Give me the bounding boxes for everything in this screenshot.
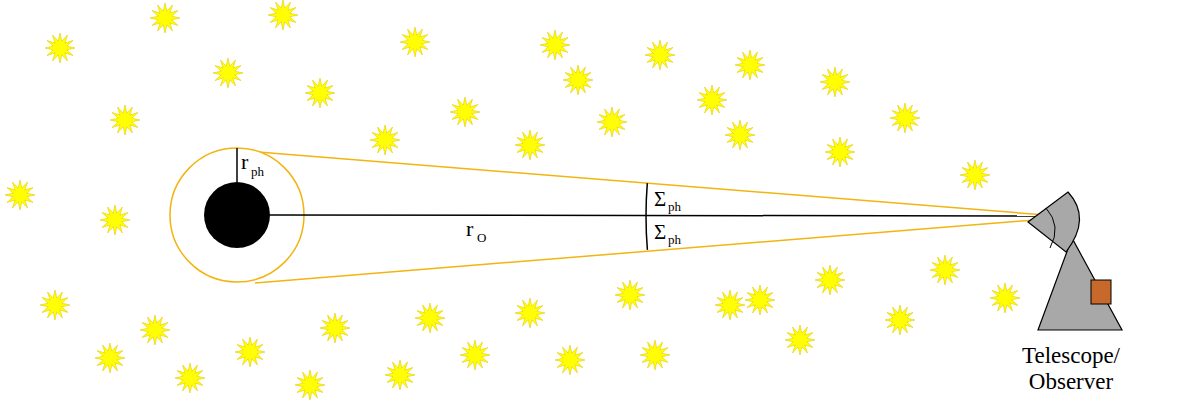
star	[930, 255, 960, 285]
lower-ray	[255, 218, 1058, 283]
star	[268, 0, 298, 30]
star	[597, 107, 627, 137]
star	[213, 58, 243, 88]
distance-subscript: O	[477, 231, 486, 244]
observer-distance-line	[270, 215, 1058, 216]
star	[235, 337, 265, 367]
telescope-base	[1038, 238, 1122, 330]
star	[295, 370, 325, 400]
star	[563, 65, 593, 95]
star	[450, 97, 480, 127]
star	[715, 290, 745, 320]
angle-subscript: ph	[668, 233, 681, 246]
star	[960, 160, 990, 190]
star-field	[5, 0, 1020, 400]
star	[100, 205, 130, 235]
star	[745, 285, 775, 315]
angle-symbol: Σ	[654, 189, 666, 210]
star	[640, 340, 670, 370]
star	[735, 50, 765, 80]
star	[515, 298, 545, 328]
photon-radius-line	[236, 148, 238, 182]
star	[460, 340, 490, 370]
star	[820, 67, 850, 97]
radius-symbol: r	[241, 151, 248, 173]
star	[725, 120, 755, 150]
star	[370, 125, 400, 155]
star	[990, 283, 1020, 313]
dish-rim	[1046, 208, 1055, 248]
star	[95, 343, 125, 373]
star	[890, 103, 920, 133]
star	[400, 27, 430, 57]
radius-subscript: ph	[251, 165, 264, 178]
distance-symbol: r	[466, 218, 473, 240]
star	[150, 3, 180, 33]
observer-label: Telescope/ Observer	[1010, 343, 1132, 396]
star	[785, 325, 815, 355]
star	[385, 360, 415, 390]
star	[825, 137, 855, 167]
angle-symbol: Σ	[654, 222, 666, 243]
star	[697, 85, 727, 115]
star	[815, 265, 845, 295]
angle-subscript: ph	[668, 200, 681, 213]
star	[45, 33, 75, 63]
star	[320, 313, 350, 343]
observatory-door	[1091, 280, 1111, 304]
angle-arc	[646, 216, 647, 250]
upper-ray	[258, 152, 1058, 216]
star	[515, 130, 545, 160]
star	[555, 345, 585, 375]
star	[175, 363, 205, 393]
star	[110, 105, 140, 135]
star	[140, 315, 170, 345]
star	[305, 78, 335, 108]
star	[5, 180, 35, 210]
star	[540, 30, 570, 60]
star	[615, 280, 645, 310]
telescope-dish	[1028, 192, 1080, 252]
star	[885, 305, 915, 335]
star	[645, 40, 675, 70]
angle-arc	[646, 183, 647, 216]
star	[40, 290, 70, 320]
star	[415, 303, 445, 333]
black-hole	[204, 182, 270, 248]
